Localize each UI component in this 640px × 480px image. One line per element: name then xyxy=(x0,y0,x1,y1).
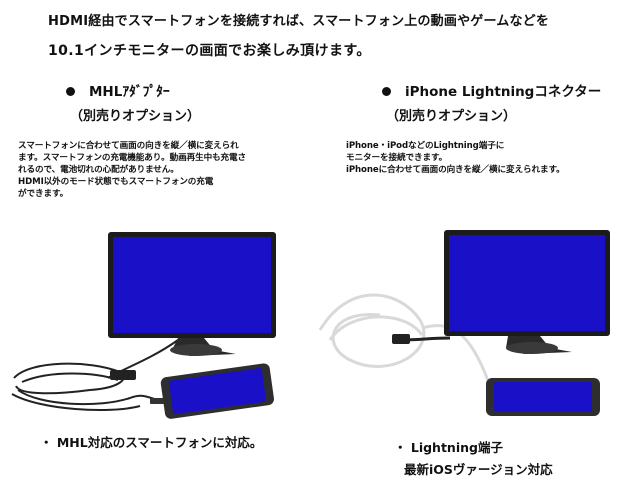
left-desc-line: スマートフォンに合わせて画面の向きを縦／横に変えられ xyxy=(18,141,239,151)
usb-plug-image xyxy=(150,398,166,404)
right-footer-line-1: ・ Lightning端子 xyxy=(394,440,503,455)
right-heading-text: iPhone Lightningコネクター xyxy=(405,84,602,100)
monitor-right-image xyxy=(444,230,610,354)
bullet-icon xyxy=(66,86,75,96)
right-footer-line-2: 最新iOSヴァージョン対応 xyxy=(404,462,553,477)
right-desc-line: iPhoneに合わせて画面の向きを縦／横に変えられます。 xyxy=(346,165,565,175)
left-heading: MHLｱﾀﾞﾌﾟﾀｰ xyxy=(66,80,170,100)
right-illustration xyxy=(318,230,610,416)
intro-line-2: 10.1インチモニターの画面でお楽しみ頂けます。 xyxy=(48,43,371,59)
right-description: iPhone・iPodなどのLightning端子に モニターを接続できます。 … xyxy=(346,140,636,176)
left-illustration xyxy=(11,232,276,419)
smartphone-left-image xyxy=(160,363,274,419)
mhl-adapter-image xyxy=(110,370,136,380)
left-desc-line: HDMI以外のモード状態でもスマートフォンの充電 xyxy=(18,177,214,187)
right-heading: iPhone Lightningコネクター xyxy=(382,80,601,100)
right-subheading: （別売りオプション） xyxy=(386,109,517,124)
left-heading-text: MHLｱﾀﾞﾌﾟﾀｰ xyxy=(89,84,170,100)
monitor-left-image xyxy=(108,232,276,356)
left-desc-line: ます。スマートフォンの充電機能あり。動画再生中も充電さ xyxy=(18,153,247,163)
left-desc-line: ができます。 xyxy=(18,189,69,199)
left-description: スマートフォンに合わせて画面の向きを縦／横に変えられ ます。スマートフォンの充電… xyxy=(18,140,318,200)
right-desc-line: モニターを接続できます。 xyxy=(346,153,448,163)
right-desc-line: iPhone・iPodなどのLightning端子に xyxy=(346,141,505,151)
left-desc-line: れるので、電池切れの心配がありません。 xyxy=(18,165,179,175)
left-subheading: （別売りオプション） xyxy=(70,109,201,124)
bullet-icon xyxy=(382,86,391,96)
connector-image xyxy=(392,334,410,344)
left-footer: ・ MHL対応のスマートフォンに対応。 xyxy=(40,435,263,450)
iphone-image xyxy=(486,378,600,416)
intro-line-1: HDMI経由でスマートフォンを接続すれば、スマートフォン上の動画やゲームなどを xyxy=(48,14,550,29)
